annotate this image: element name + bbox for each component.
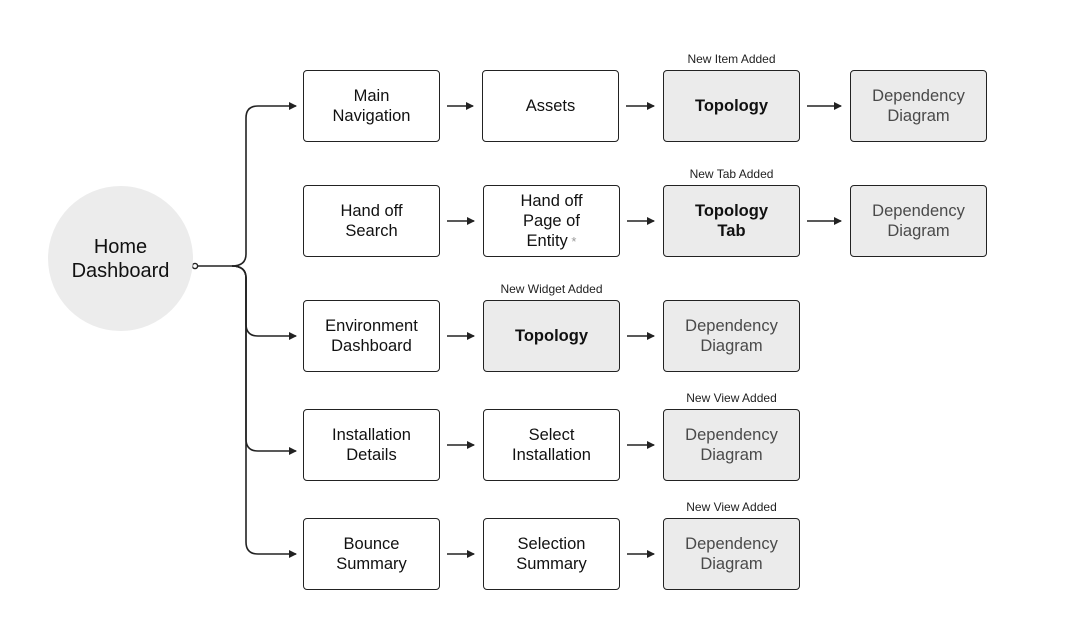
node-label: Dependency Diagram [685, 535, 778, 573]
node-hand-off-search-r2: Hand off Search [303, 185, 440, 257]
node-dependency-diagram-r1: Dependency Diagram [850, 70, 987, 142]
node-label: Hand off Page of Entity * [520, 191, 583, 250]
node-hand-off-page-of-entity-r2: Hand off Page of Entity * [483, 185, 620, 257]
node-dependency-diagram-r3: Dependency Diagram [663, 300, 800, 372]
node-topology-tab-r2: Topology Tab [663, 185, 800, 257]
node-assets-r1: Assets [482, 70, 619, 142]
home-dashboard-label: Home Dashboard [71, 235, 170, 282]
node-label: Installation Details [332, 426, 411, 464]
hub-connector-dot [191, 262, 199, 270]
node-label: Assets [525, 97, 576, 115]
change-note-r3: New Widget Added [500, 282, 603, 296]
node-label: Topology [694, 97, 768, 115]
asterisk-marker: * [567, 233, 577, 249]
node-label: Selection Summary [516, 535, 587, 573]
node-label: Select Installation [512, 426, 591, 464]
branch-5 [231, 265, 297, 558]
change-note-r4: New View Added [686, 391, 777, 405]
node-topology-r3: Topology [483, 300, 620, 372]
node-label: Dependency Diagram [685, 426, 778, 464]
node-label: Environment Dashboard [325, 317, 418, 355]
node-environment-dashboard-r3: Environment Dashboard [303, 300, 440, 372]
change-note-r2: New Tab Added [689, 167, 774, 181]
node-label: Topology Tab [694, 202, 768, 240]
node-label: Topology [514, 327, 588, 345]
node-label: Bounce Summary [336, 535, 407, 573]
change-note-r1: New Item Added [687, 52, 776, 66]
node-dependency-diagram-r4: Dependency Diagram [663, 409, 800, 481]
home-dashboard-node: Home Dashboard [48, 186, 193, 331]
branch-to-main-navigation [231, 102, 297, 267]
node-label: Dependency Diagram [685, 317, 778, 355]
node-label: Main Navigation [332, 87, 411, 125]
node-installation-details-r4: Installation Details [303, 409, 440, 481]
change-note-r5: New View Added [686, 500, 777, 514]
node-topology-r1: Topology [663, 70, 800, 142]
branch-3 [231, 265, 297, 340]
node-label: Hand off Search [340, 202, 403, 240]
node-selection-summary-r5: Selection Summary [483, 518, 620, 590]
node-dependency-diagram-r2: Dependency Diagram [850, 185, 987, 257]
node-label: Dependency Diagram [872, 202, 965, 240]
node-dependency-diagram-r5: Dependency Diagram [663, 518, 800, 590]
node-label: Dependency Diagram [872, 87, 965, 125]
node-main-navigation-r1: Main Navigation [303, 70, 440, 142]
branch-4 [231, 265, 297, 455]
node-bounce-summary-r5: Bounce Summary [303, 518, 440, 590]
node-select-installation-r4: Select Installation [483, 409, 620, 481]
